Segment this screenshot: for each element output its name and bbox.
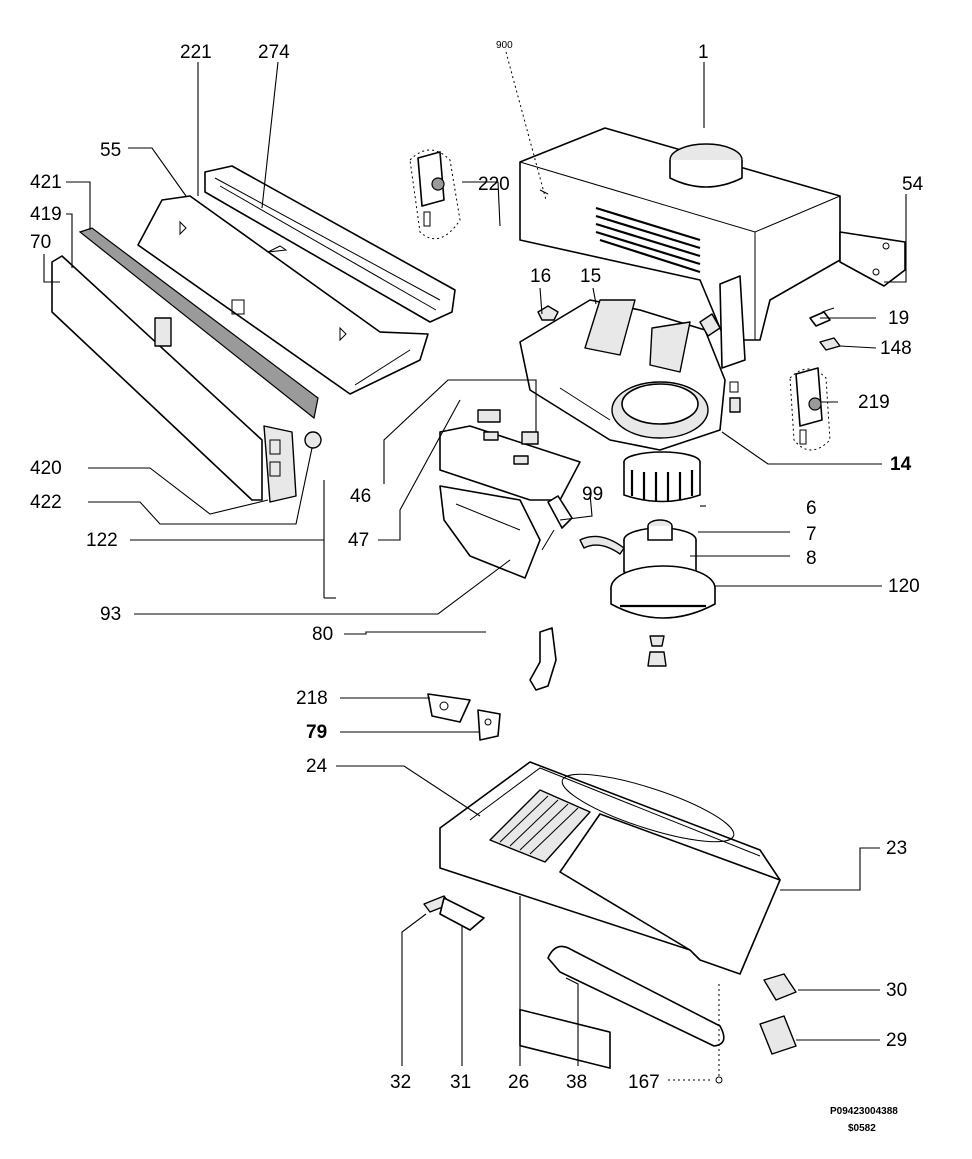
label-167: 167 <box>628 1072 660 1093</box>
part-6-fan-wheel <box>623 451 701 503</box>
label-900: 900 <box>496 40 513 51</box>
label-421: 421 <box>30 172 62 193</box>
part-32-31-tool <box>423 895 485 931</box>
label-220: 220 <box>478 174 510 195</box>
part-30-clip <box>763 973 797 1001</box>
label-99: 99 <box>582 484 603 505</box>
part-47-control-panel <box>439 409 581 501</box>
label-14: 14 <box>890 454 912 475</box>
label-148: 148 <box>880 338 912 359</box>
label-24: 24 <box>306 756 328 777</box>
part-220-switch-callout <box>409 149 461 240</box>
label-419: 419 <box>30 204 62 225</box>
label-221: 221 <box>180 42 212 63</box>
label-31: 31 <box>450 1072 471 1093</box>
label-19: 19 <box>888 308 909 329</box>
label-7: 7 <box>806 524 817 545</box>
label-38: 38 <box>566 1072 587 1093</box>
part-14-fan-scroll <box>519 299 726 451</box>
part-19-lamp <box>809 307 835 327</box>
label-219: 219 <box>858 392 890 413</box>
part-16-clip <box>537 305 559 321</box>
part-screw-column <box>729 381 741 413</box>
part-70-front-panel <box>51 255 263 501</box>
label-93: 93 <box>100 604 121 625</box>
part-79-clip <box>477 709 501 741</box>
leader-lines <box>43 51 907 1081</box>
part-54-bracket <box>839 231 906 287</box>
part-421-strip <box>78 227 319 420</box>
label-1: 1 <box>698 42 709 63</box>
label-30: 30 <box>886 980 907 1001</box>
part-167-screw <box>715 984 723 1084</box>
part-219-switch-callout <box>789 367 831 451</box>
part-1-housing <box>519 127 841 341</box>
label-29: 29 <box>886 1030 907 1051</box>
housing-vent-grille <box>595 206 701 274</box>
part-labels: 221 274 900 1 55 421 419 70 220 54 16 15… <box>30 40 924 1093</box>
label-46: 46 <box>350 486 371 507</box>
label-32: 32 <box>390 1072 411 1093</box>
part-148-holder <box>819 337 841 351</box>
label-218: 218 <box>296 688 328 709</box>
label-80: 80 <box>312 624 333 645</box>
label-122: 122 <box>86 530 118 551</box>
label-79: 79 <box>306 722 327 743</box>
part-80-lever <box>529 627 557 691</box>
part-120-plate <box>610 565 716 619</box>
label-120: 120 <box>888 576 920 597</box>
label-54: 54 <box>902 174 924 195</box>
part-420-end-cap <box>263 425 297 503</box>
drawing-footer: P09423004388 $0582 <box>830 1106 898 1134</box>
drawing-code: P09423004388 <box>830 1106 898 1117</box>
label-70: 70 <box>30 232 51 253</box>
part-221-frame <box>137 195 429 395</box>
label-55: 55 <box>100 140 121 161</box>
label-15: 15 <box>580 266 601 287</box>
part-feet <box>647 635 667 667</box>
part-122-knob <box>304 431 322 449</box>
part-274-rail <box>204 165 456 323</box>
label-47: 47 <box>348 530 369 551</box>
part-side-clips <box>699 275 746 369</box>
label-6: 6 <box>806 498 817 519</box>
part-99-wiring <box>541 495 573 551</box>
label-16: 16 <box>530 266 551 287</box>
label-8: 8 <box>806 548 817 569</box>
label-422: 422 <box>30 492 62 513</box>
label-23: 23 <box>886 838 907 859</box>
part-29-clip <box>759 1015 797 1055</box>
drawing-revision: $0582 <box>848 1123 876 1134</box>
part-93-cover <box>439 485 541 579</box>
part-218-clip <box>427 693 471 723</box>
label-26: 26 <box>508 1072 529 1093</box>
label-274: 274 <box>258 42 290 63</box>
label-420: 420 <box>30 458 62 479</box>
part-23-filter-mat <box>559 813 781 975</box>
part-38-light-strip <box>547 945 725 1047</box>
